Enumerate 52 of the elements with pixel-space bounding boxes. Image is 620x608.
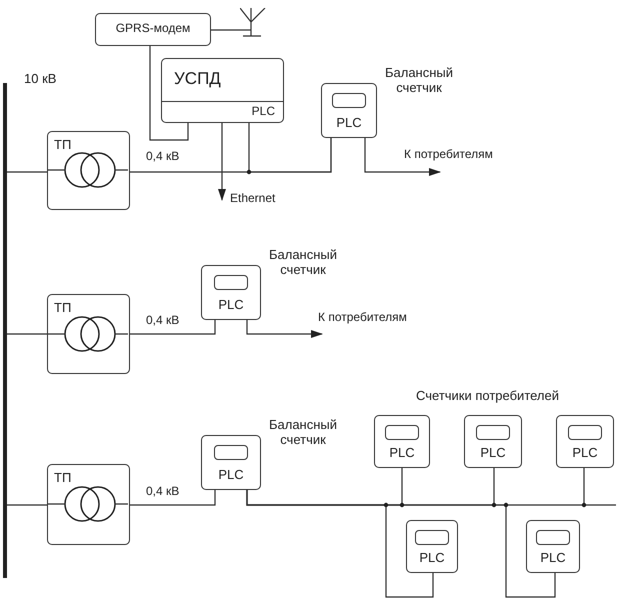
- connector-line: [246, 490, 556, 598]
- connector-line: [7, 504, 47, 506]
- device-label: GPRS-модем: [114, 22, 192, 36]
- meter-caption: Балансный счетчик: [268, 418, 338, 448]
- connector-line: [130, 320, 216, 335]
- substation-label: ТП: [54, 471, 72, 486]
- plc-label: PLC: [217, 298, 245, 313]
- plc-label: PLC: [571, 446, 599, 461]
- group-label: Счетчики потребителей: [416, 389, 560, 404]
- meter-box: [526, 520, 580, 573]
- meter-caption: Балансный счетчик: [384, 66, 454, 96]
- plc-label: PLC: [388, 446, 416, 461]
- meter-box: [374, 415, 430, 468]
- target-label: К потребителям: [404, 148, 493, 169]
- target-label: Ethernet: [222, 192, 276, 206]
- edge-label: 0,4 кВ: [146, 314, 180, 328]
- voltage-label: 10 кВ: [24, 72, 56, 87]
- meter-box: [201, 435, 261, 490]
- substation-label: ТП: [54, 138, 72, 153]
- connector-line: [149, 46, 189, 141]
- substation-label: ТП: [54, 301, 72, 316]
- plc-label: PLC: [252, 105, 275, 119]
- meter-box: [464, 415, 522, 468]
- connector-line: [211, 29, 240, 31]
- busbar: [3, 83, 7, 578]
- meter-box: [556, 415, 614, 468]
- plc-label: PLC: [539, 551, 567, 566]
- edge-label: 0,4 кВ: [146, 485, 180, 499]
- connector-line: [130, 490, 216, 506]
- plc-label: PLC: [418, 551, 446, 566]
- substation-box: [47, 294, 130, 374]
- arrow: [246, 320, 323, 338]
- substation-box: [47, 131, 130, 210]
- antenna-icon: [240, 8, 266, 38]
- modem-box: [95, 13, 211, 46]
- target-label: К потребителям: [316, 311, 407, 332]
- arrow: [364, 138, 441, 176]
- plc-label: PLC: [335, 116, 363, 131]
- arrow: [218, 123, 226, 201]
- controller-box: [161, 58, 284, 123]
- meter-caption: Балансный счетчик: [268, 248, 338, 278]
- connector-line: [7, 333, 47, 335]
- plc-label: PLC: [217, 468, 245, 483]
- meter-box: [321, 83, 377, 138]
- substation-box: [47, 464, 130, 545]
- device-label: УСПД: [174, 69, 221, 89]
- plc-label: PLC: [479, 446, 507, 461]
- connector-line: [248, 123, 332, 173]
- edge-label: 0,4 кВ: [146, 150, 180, 164]
- connector-line: [7, 171, 47, 173]
- meter-box: [201, 265, 261, 320]
- meter-box: [406, 520, 458, 573]
